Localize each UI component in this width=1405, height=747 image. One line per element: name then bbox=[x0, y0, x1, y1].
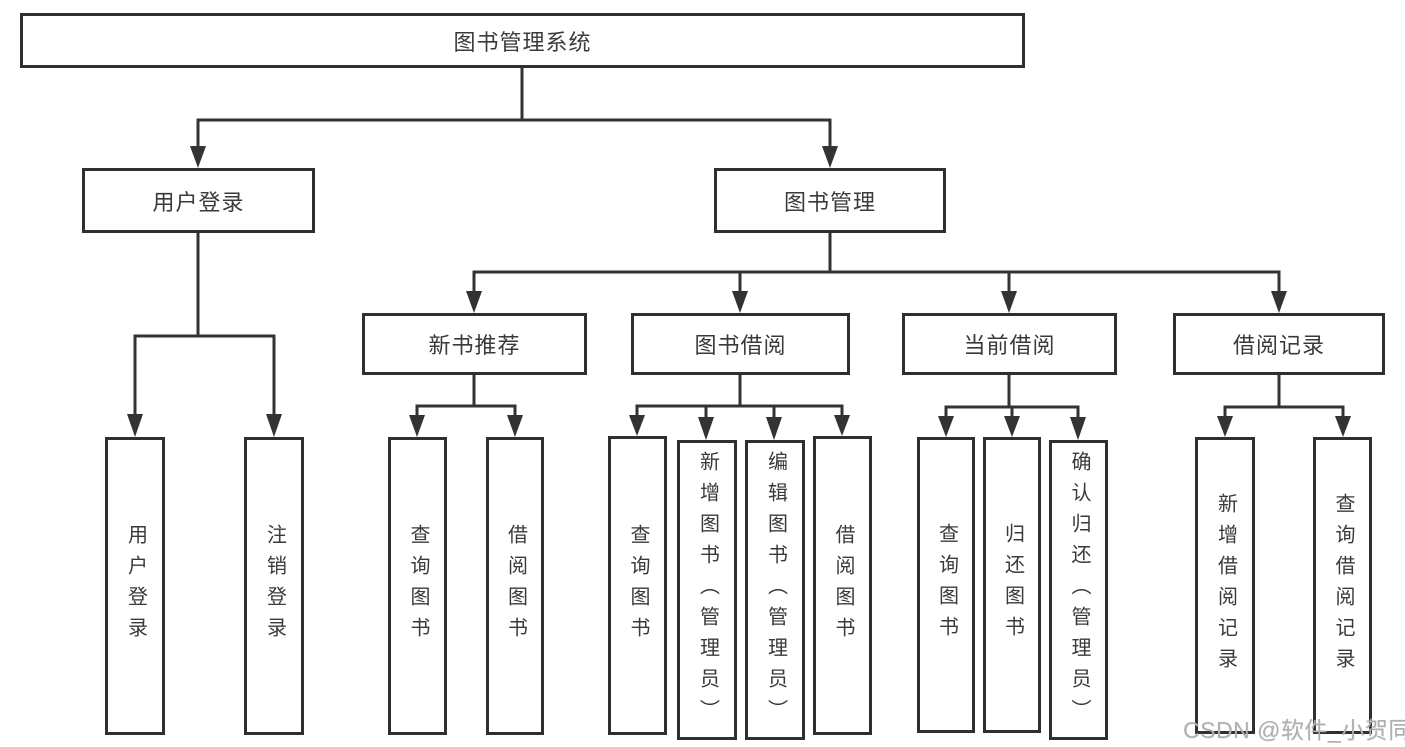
node-book-management: 图书管理 bbox=[714, 168, 946, 233]
arrow-down-icon bbox=[1217, 407, 1233, 437]
node-library-management-system: 图书管理系统 bbox=[20, 13, 1025, 68]
leaf-query-books-current: 查询图书 bbox=[917, 437, 975, 733]
node-current-borrowing: 当前借阅 bbox=[902, 313, 1117, 375]
arrow-down-icon bbox=[1335, 407, 1351, 437]
leaf-borrow-books-borrow: 借阅图书 bbox=[813, 436, 872, 735]
node-book-borrowing: 图书借阅 bbox=[631, 313, 850, 375]
node-new-book-recommendation: 新书推荐 bbox=[362, 313, 587, 375]
arrow-down-icon bbox=[1070, 407, 1086, 440]
arrow-down-icon bbox=[466, 272, 482, 313]
arrow-down-icon bbox=[732, 272, 748, 313]
arrow-down-icon bbox=[698, 406, 714, 440]
arrow-down-icon bbox=[190, 120, 206, 168]
leaf-query-borrow-record: 查询借阅记录 bbox=[1313, 437, 1372, 734]
arrow-down-icon bbox=[1004, 407, 1020, 437]
leaf-user-login: 用户登录 bbox=[105, 437, 165, 735]
leaf-logout: 注销登录 bbox=[244, 437, 304, 735]
arrow-down-icon bbox=[127, 336, 143, 437]
arrow-down-icon bbox=[766, 406, 782, 440]
arrow-down-icon bbox=[409, 406, 425, 437]
arrow-down-icon bbox=[266, 336, 282, 437]
leaf-return-books: 归还图书 bbox=[983, 437, 1041, 733]
leaf-query-books-borrow: 查询图书 bbox=[608, 436, 667, 735]
leaf-borrow-books-recommend: 借阅图书 bbox=[486, 437, 544, 735]
arrow-down-icon bbox=[1001, 272, 1017, 313]
arrow-down-icon bbox=[1271, 272, 1287, 313]
leaf-query-books-recommend: 查询图书 bbox=[388, 437, 447, 735]
arrow-down-icon bbox=[834, 406, 850, 436]
arrow-down-icon bbox=[507, 406, 523, 437]
leaf-add-books-admin: 新增图书（管理员） bbox=[677, 440, 737, 740]
leaf-add-borrow-record: 新增借阅记录 bbox=[1195, 437, 1255, 734]
node-user-login: 用户登录 bbox=[82, 168, 315, 233]
arrow-down-icon bbox=[938, 407, 954, 437]
leaf-confirm-return-admin: 确认归还（管理员） bbox=[1049, 440, 1108, 740]
arrow-down-icon bbox=[629, 406, 645, 436]
arrow-down-icon bbox=[822, 120, 838, 168]
node-borrowing-records: 借阅记录 bbox=[1173, 313, 1385, 375]
csdn-watermark: CSDN @软件_小贺同学 bbox=[1183, 717, 1405, 743]
leaf-edit-books-admin: 编辑图书（管理员） bbox=[745, 440, 805, 740]
